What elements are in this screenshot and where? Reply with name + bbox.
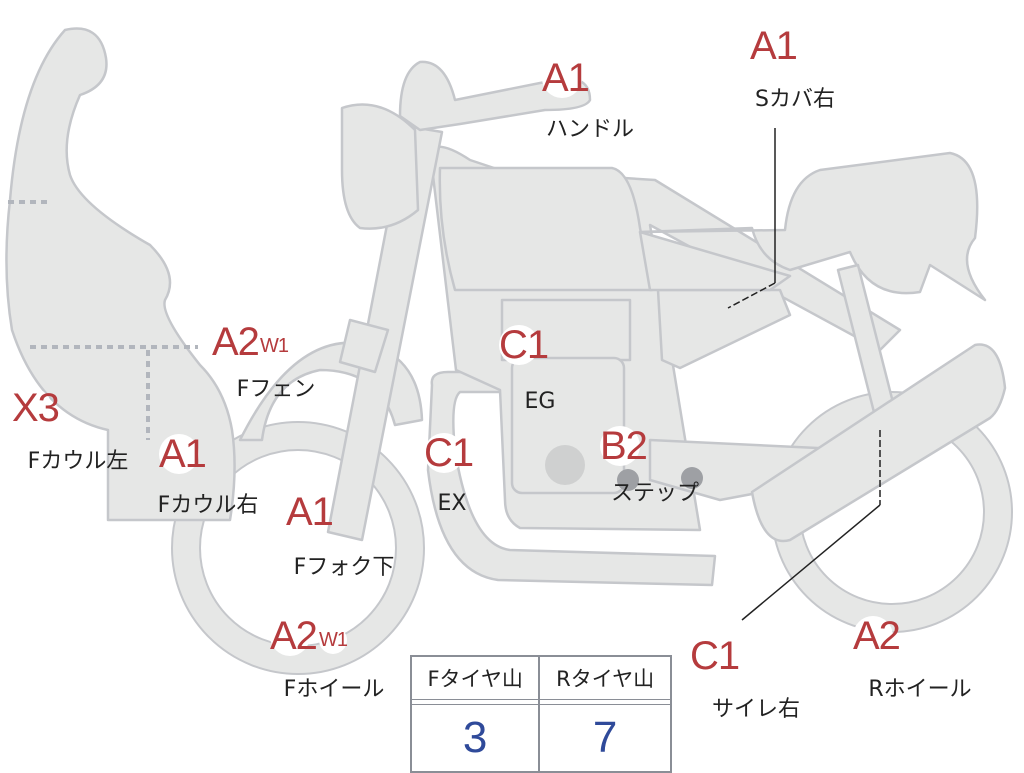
- label-rear-wheel: Rホイール: [868, 677, 972, 702]
- sub-badge-front-wheel: W1: [319, 626, 348, 654]
- front-wheel-shape: [172, 422, 424, 674]
- rear-tire-tread-value: 7: [538, 704, 672, 773]
- label-engine: EG: [524, 389, 556, 414]
- front-tire-tread-value: 3: [409, 704, 541, 773]
- exhaust-shape: [426, 370, 717, 587]
- front-tire-tread-header: Fタイヤ山: [409, 655, 541, 700]
- grade-badge-handle: A1: [542, 56, 590, 100]
- label-front-fender: Fフェン: [236, 377, 316, 402]
- muffler-shape: [750, 343, 1007, 543]
- label-side-cover-right: Sカバ右: [755, 87, 835, 112]
- grade-badge-front-wheel: A2: [270, 614, 318, 658]
- tire-tread-table: Fタイヤ山 Rタイヤ山 3 7: [409, 655, 672, 773]
- grade-badge-silencer-right: C1: [690, 634, 740, 678]
- grade-badge-exhaust: C1: [424, 431, 474, 475]
- label-silencer-right: サイレ右: [711, 697, 801, 722]
- label-handle: ハンドル: [545, 117, 635, 142]
- grade-badge-front-cowl-right: A1: [159, 432, 207, 476]
- label-front-cowl-left: Fカウル左: [27, 449, 129, 474]
- front-cowl-shape: [5, 27, 236, 522]
- side-cover-shape: [656, 288, 792, 370]
- label-exhaust: EX: [437, 491, 467, 516]
- grade-badge-rear-wheel: A2: [853, 614, 901, 658]
- sub-badge-front-fender: W1: [260, 332, 289, 360]
- label-front-wheel: Fホイール: [283, 677, 385, 702]
- grade-badge-engine: C1: [499, 323, 549, 367]
- label-front-fork-lower: Fフォク下: [293, 555, 395, 580]
- grade-badge-front-fender: A2: [212, 320, 260, 364]
- fuel-tank-shape: [438, 166, 654, 292]
- label-step: ステップ: [610, 481, 700, 506]
- seat-shape: [638, 151, 987, 302]
- grade-badge-step: B2: [600, 424, 648, 468]
- step-shape: [617, 467, 703, 491]
- rear-tire-tread-header: Rタイヤ山: [538, 655, 672, 700]
- label-front-cowl-right: Fカウル右: [157, 493, 259, 518]
- grade-badge-front-fork-lower: A1: [286, 490, 334, 534]
- grade-badge-front-cowl-left: X3: [12, 386, 60, 430]
- grade-badge-side-cover-right: A1: [750, 24, 798, 68]
